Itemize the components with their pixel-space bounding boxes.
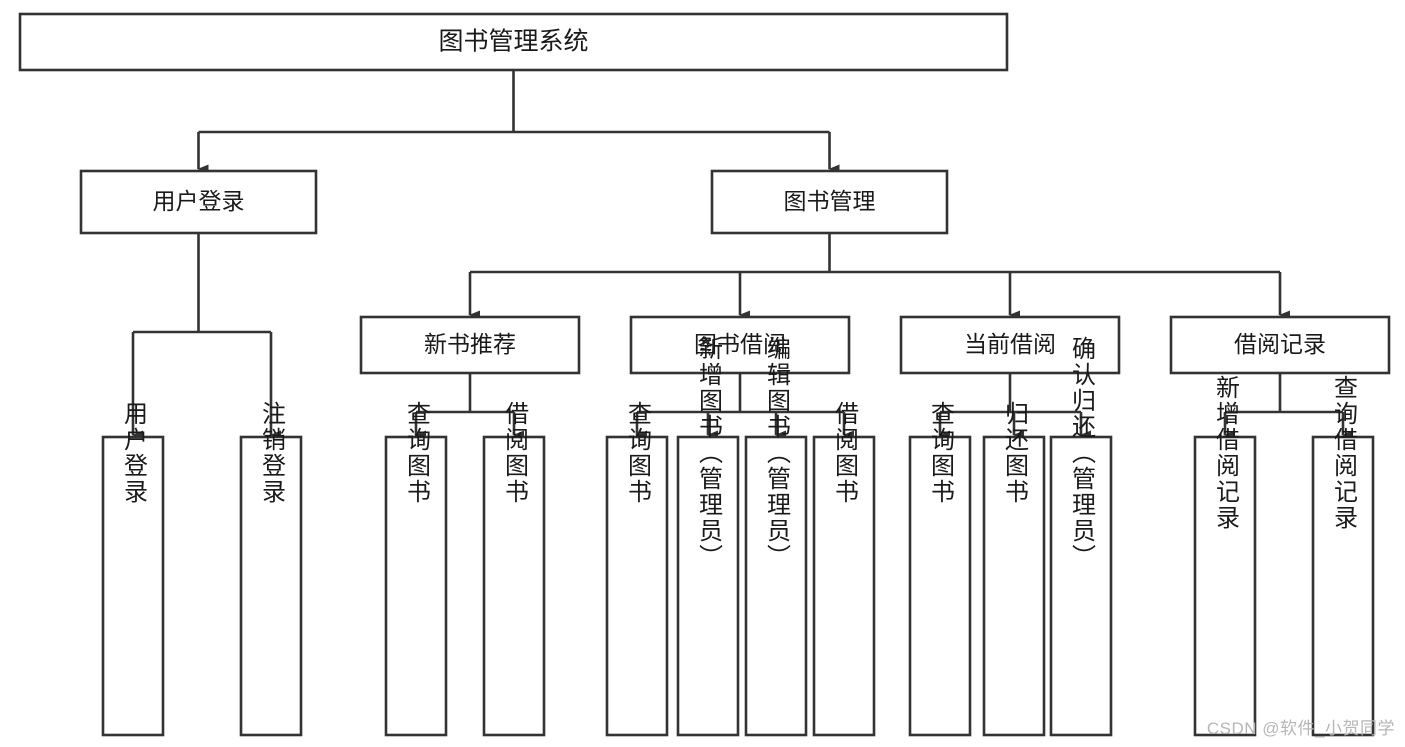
leaf-node-2[interactable]: 查询图书 <box>384 401 448 737</box>
leaf-node-4-rect <box>605 435 669 737</box>
connector-lines <box>131 70 1353 440</box>
level3-node-1[interactable]: 图书借阅 <box>629 315 851 375</box>
level3-node-1-label: 图书借阅 <box>694 331 786 357</box>
leaf-node-9-rect <box>982 435 1046 737</box>
leaf-node-7-rect <box>812 435 876 737</box>
level2-node-1[interactable]: 图书管理 <box>710 169 949 235</box>
leaf-node-0-label: 用户登录 <box>120 401 148 505</box>
level3-node-0[interactable]: 新书推荐 <box>359 315 581 375</box>
leaf-node-9[interactable]: 归还图书 <box>982 401 1046 737</box>
leaf-node-8[interactable]: 查询图书 <box>908 401 972 737</box>
leaf-node-2-label: 查询图书 <box>403 401 431 505</box>
level3-node-3-label: 借阅记录 <box>1234 331 1326 357</box>
leaf-node-6-rect <box>744 435 808 737</box>
leaf-node-5-label: 新增图书（管理员） <box>695 336 723 570</box>
level3-node-2-label: 当前借阅 <box>964 331 1056 357</box>
leaf-node-7-label: 借阅图书 <box>831 401 859 505</box>
leaf-node-0[interactable]: 用户登录 <box>101 401 165 737</box>
leaf-node-11-rect <box>1193 435 1257 737</box>
level3-node-2[interactable]: 当前借阅 <box>899 315 1121 375</box>
leaf-node-8-label: 查询图书 <box>927 401 955 505</box>
level2-node-0-label: 用户登录 <box>153 188 245 214</box>
leaf-node-11[interactable]: 新增借阅记录 <box>1193 375 1257 737</box>
leaf-node-0-rect <box>101 435 165 737</box>
leaf-node-12[interactable]: 查询借阅记录 <box>1311 375 1375 737</box>
level3-node-3[interactable]: 借阅记录 <box>1169 315 1391 375</box>
leaf-node-10-rect <box>1049 435 1113 737</box>
level3-node-3-rect <box>1169 315 1391 375</box>
leaf-node-3[interactable]: 借阅图书 <box>482 401 546 737</box>
level2-node-0-rect <box>79 169 318 235</box>
leaf-node-3-rect <box>482 435 546 737</box>
leaf-node-6-label: 编辑图书（管理员） <box>763 336 791 570</box>
level2-node-1-label: 图书管理 <box>784 188 876 214</box>
leaf-node-9-label: 归还图书 <box>1001 401 1029 505</box>
leaf-node-10[interactable]: 确认归还（管理员） <box>1049 336 1113 737</box>
leaf-node-6[interactable]: 编辑图书（管理员） <box>744 336 808 737</box>
leaf-node-3-label: 借阅图书 <box>501 401 529 505</box>
level3-node-2-rect <box>899 315 1121 375</box>
leaf-node-12-label: 查询借阅记录 <box>1330 375 1358 531</box>
leaf-node-4[interactable]: 查询图书 <box>605 401 669 737</box>
root-node-book-management-system[interactable]: 图书管理系统 <box>18 12 1009 72</box>
level3-node-1-rect <box>629 315 851 375</box>
leaf-node-1-label: 注销登录 <box>258 401 286 505</box>
level3-node-0-rect <box>359 315 581 375</box>
root-node-book-management-system-label: 图书管理系统 <box>438 28 588 56</box>
leaf-node-1-rect <box>239 435 303 737</box>
level3-node-0-label: 新书推荐 <box>424 331 516 357</box>
leaf-node-4-label: 查询图书 <box>624 401 652 505</box>
leaf-node-2-rect <box>384 435 448 737</box>
leaf-node-5-rect <box>676 435 740 737</box>
leaf-node-12-rect <box>1311 435 1375 737</box>
leaf-node-8-rect <box>908 435 972 737</box>
leaf-node-10-label: 确认归还（管理员） <box>1068 336 1096 570</box>
leaf-node-11-label: 新增借阅记录 <box>1212 375 1240 531</box>
node-boxes: 图书管理系统用户登录图书管理新书推荐图书借阅当前借阅借阅记录用户登录注销登录查询… <box>18 12 1391 737</box>
root-node-book-management-system-rect <box>18 12 1009 72</box>
leaf-node-1[interactable]: 注销登录 <box>239 401 303 737</box>
leaf-node-5[interactable]: 新增图书（管理员） <box>676 336 740 737</box>
level2-node-1-rect <box>710 169 949 235</box>
level2-node-0[interactable]: 用户登录 <box>79 169 318 235</box>
leaf-node-7[interactable]: 借阅图书 <box>812 401 876 737</box>
